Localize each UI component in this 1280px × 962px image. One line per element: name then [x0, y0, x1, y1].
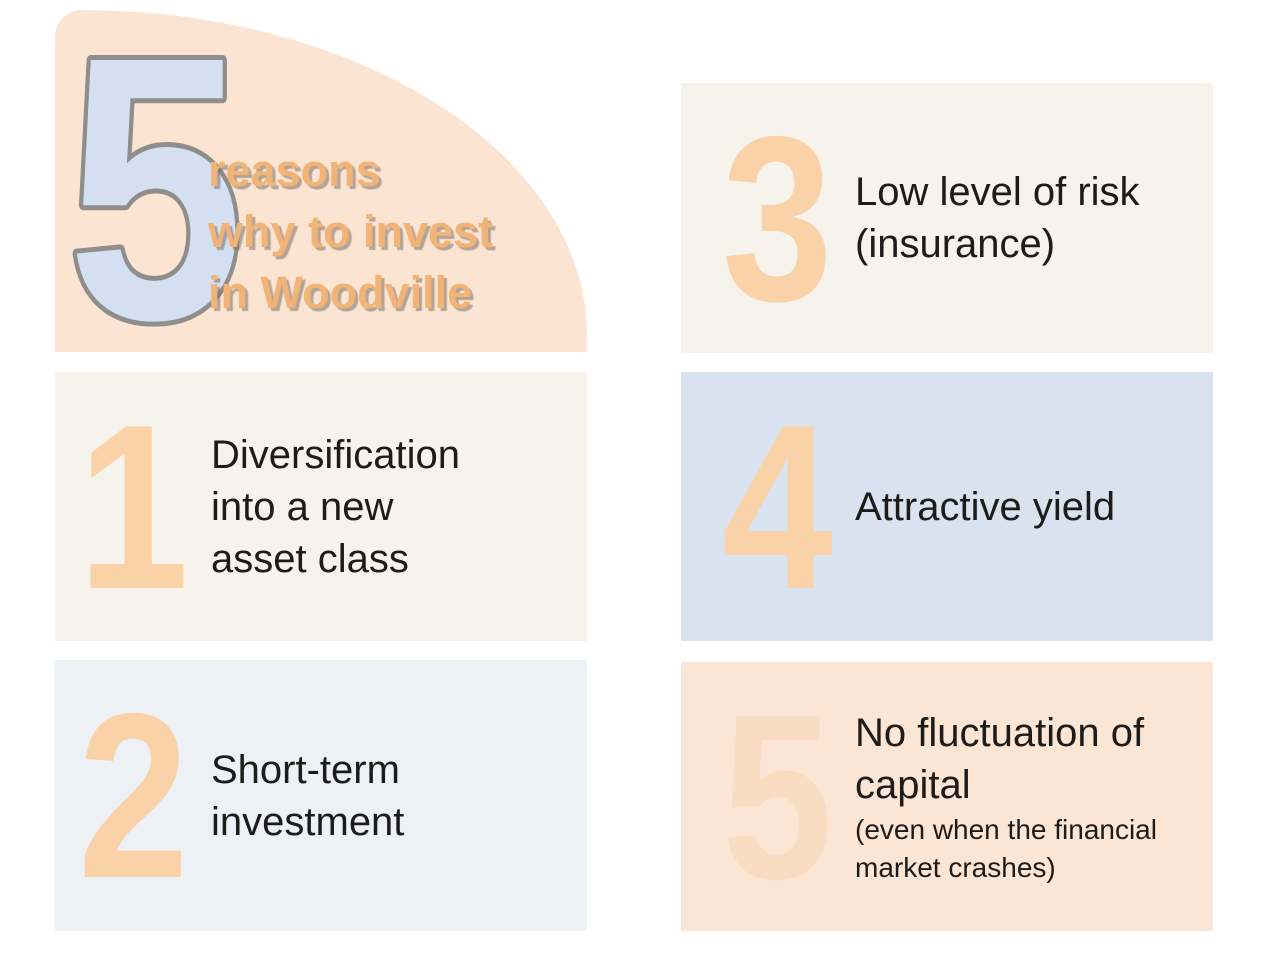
- reason-5-text: No fluctuation of capital (even when the…: [855, 707, 1157, 887]
- reason-4-line-1: Attractive yield: [855, 484, 1116, 529]
- title-line-3: in Woodville: [208, 267, 473, 318]
- header-big-number-graphic: 5: [62, 0, 248, 402]
- reason-4-number: 4: [707, 389, 847, 624]
- reason-1-digit: 1: [77, 375, 189, 638]
- reason-3-line-1: Low level of risk: [855, 170, 1140, 214]
- reason-1-line-3: asset class: [211, 536, 409, 581]
- reason-5-line-2: capital: [855, 762, 971, 807]
- title-line-1: reasons: [208, 145, 381, 196]
- reason-5-subline-2: market crashes): [855, 851, 1056, 883]
- reason-3-line-2: (insurance): [855, 222, 1056, 266]
- reason-4-text: Attractive yield: [855, 481, 1115, 533]
- title-line-2: why to invest: [208, 206, 494, 257]
- reason-box-4: 4 Attractive yield: [681, 372, 1213, 641]
- reason-1-text: Diversification into a new asset class: [211, 429, 460, 585]
- reason-3-text: Low level of risk (insurance): [855, 166, 1140, 270]
- reason-1-number: 1: [63, 389, 203, 624]
- slide-title: reasons why to invest in Woodville: [208, 140, 493, 323]
- reason-2-line-2: investment: [211, 799, 405, 844]
- reason-5-line-1: No fluctuation of: [855, 710, 1145, 755]
- reason-4-digit: 4: [721, 375, 833, 638]
- reason-2-digit: 2: [77, 664, 189, 927]
- reason-1-line-2: into a new: [211, 484, 394, 529]
- reason-3-number: 3: [707, 101, 847, 336]
- reason-5-subline-1: (even when the financial: [855, 813, 1157, 845]
- reason-5-number: 5: [707, 679, 847, 914]
- reason-2-line-1: Short-term: [211, 747, 400, 792]
- reason-3-digit: 3: [721, 86, 833, 350]
- reason-box-5: 5 No fluctuation of capital (even when t…: [681, 662, 1213, 931]
- reason-1-line-1: Diversification: [211, 432, 460, 477]
- reason-box-3: 3 Low level of risk (insurance): [681, 83, 1213, 353]
- reason-box-2: 2 Short-term investment: [55, 660, 587, 931]
- header-big-number: 5: [67, 0, 244, 398]
- reason-box-1: 1 Diversification into a new asset class: [55, 372, 587, 641]
- reason-5-digit: 5: [721, 665, 833, 928]
- reason-2-text: Short-term investment: [211, 744, 404, 848]
- reason-2-number: 2: [63, 678, 203, 913]
